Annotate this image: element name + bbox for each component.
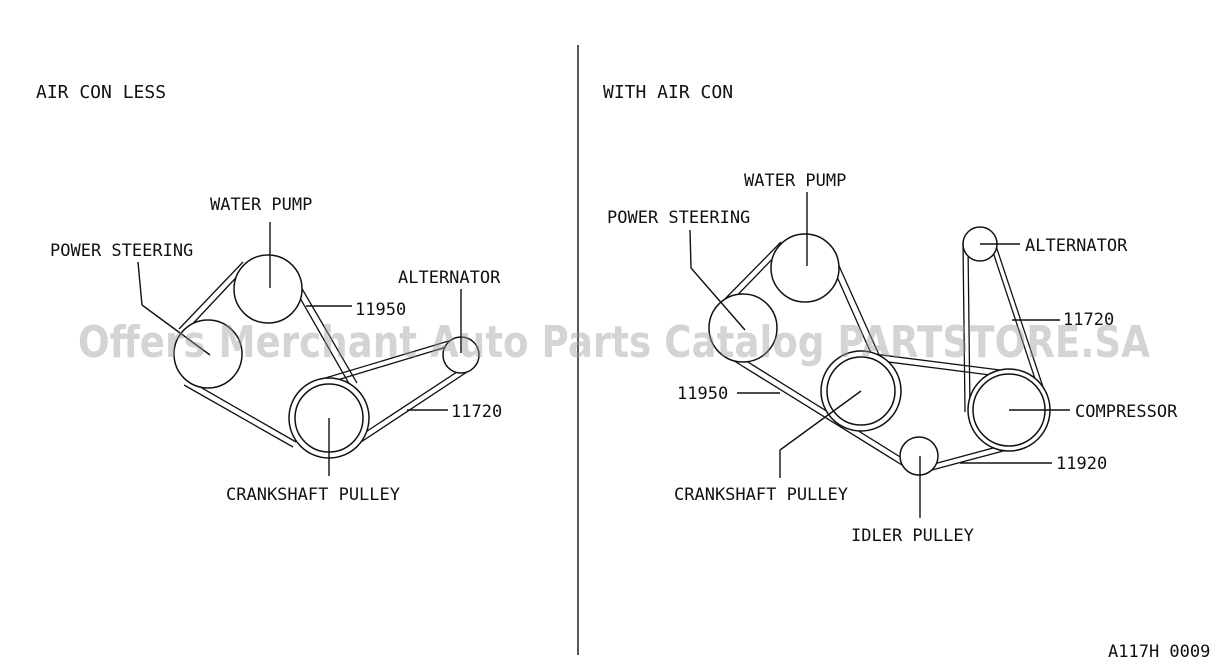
right-belt-11950-label: 11950 bbox=[677, 384, 728, 404]
right-belt-11720-label: 11720 bbox=[1063, 310, 1114, 330]
right-belt-11920-label: 11920 bbox=[1056, 454, 1107, 474]
right-alternator-label: ALTERNATOR bbox=[1025, 236, 1128, 256]
left-water-pump-label: WATER PUMP bbox=[210, 195, 312, 215]
right-water-pump-label: WATER PUMP bbox=[744, 171, 846, 191]
right-crankshaft-pulley-label: CRANKSHAFT PULLEY bbox=[674, 485, 848, 505]
right-leader-lines bbox=[689, 192, 1070, 518]
right-panel-title: WITH AIR CON bbox=[603, 82, 733, 103]
left-belt-11720-label: 11720 bbox=[451, 402, 502, 422]
right-idler-pulley-label: IDLER PULLEY bbox=[851, 526, 974, 546]
watermark-text: Offers Merchant Auto Parts Catalog PARTS… bbox=[78, 317, 1150, 368]
left-power-steering-label: POWER STEERING bbox=[50, 241, 193, 261]
left-crankshaft-pulley-label: CRANKSHAFT PULLEY bbox=[226, 485, 400, 505]
right-compressor-label: COMPRESSOR bbox=[1075, 402, 1178, 422]
right-water-pump-pulley bbox=[770, 233, 840, 303]
left-panel-title: AIR CON LESS bbox=[36, 82, 166, 103]
left-water-pump-pulley bbox=[233, 254, 303, 324]
left-belt-11950-label: 11950 bbox=[355, 300, 406, 320]
right-idler-pulley bbox=[899, 436, 939, 476]
left-leader-lines bbox=[137, 222, 462, 476]
right-power-steering-label: POWER STEERING bbox=[607, 208, 750, 228]
left-alternator-label: ALTERNATOR bbox=[398, 268, 501, 288]
left-belt-11720 bbox=[321, 339, 468, 447]
figure-code: A117H 0009 bbox=[1108, 642, 1210, 662]
